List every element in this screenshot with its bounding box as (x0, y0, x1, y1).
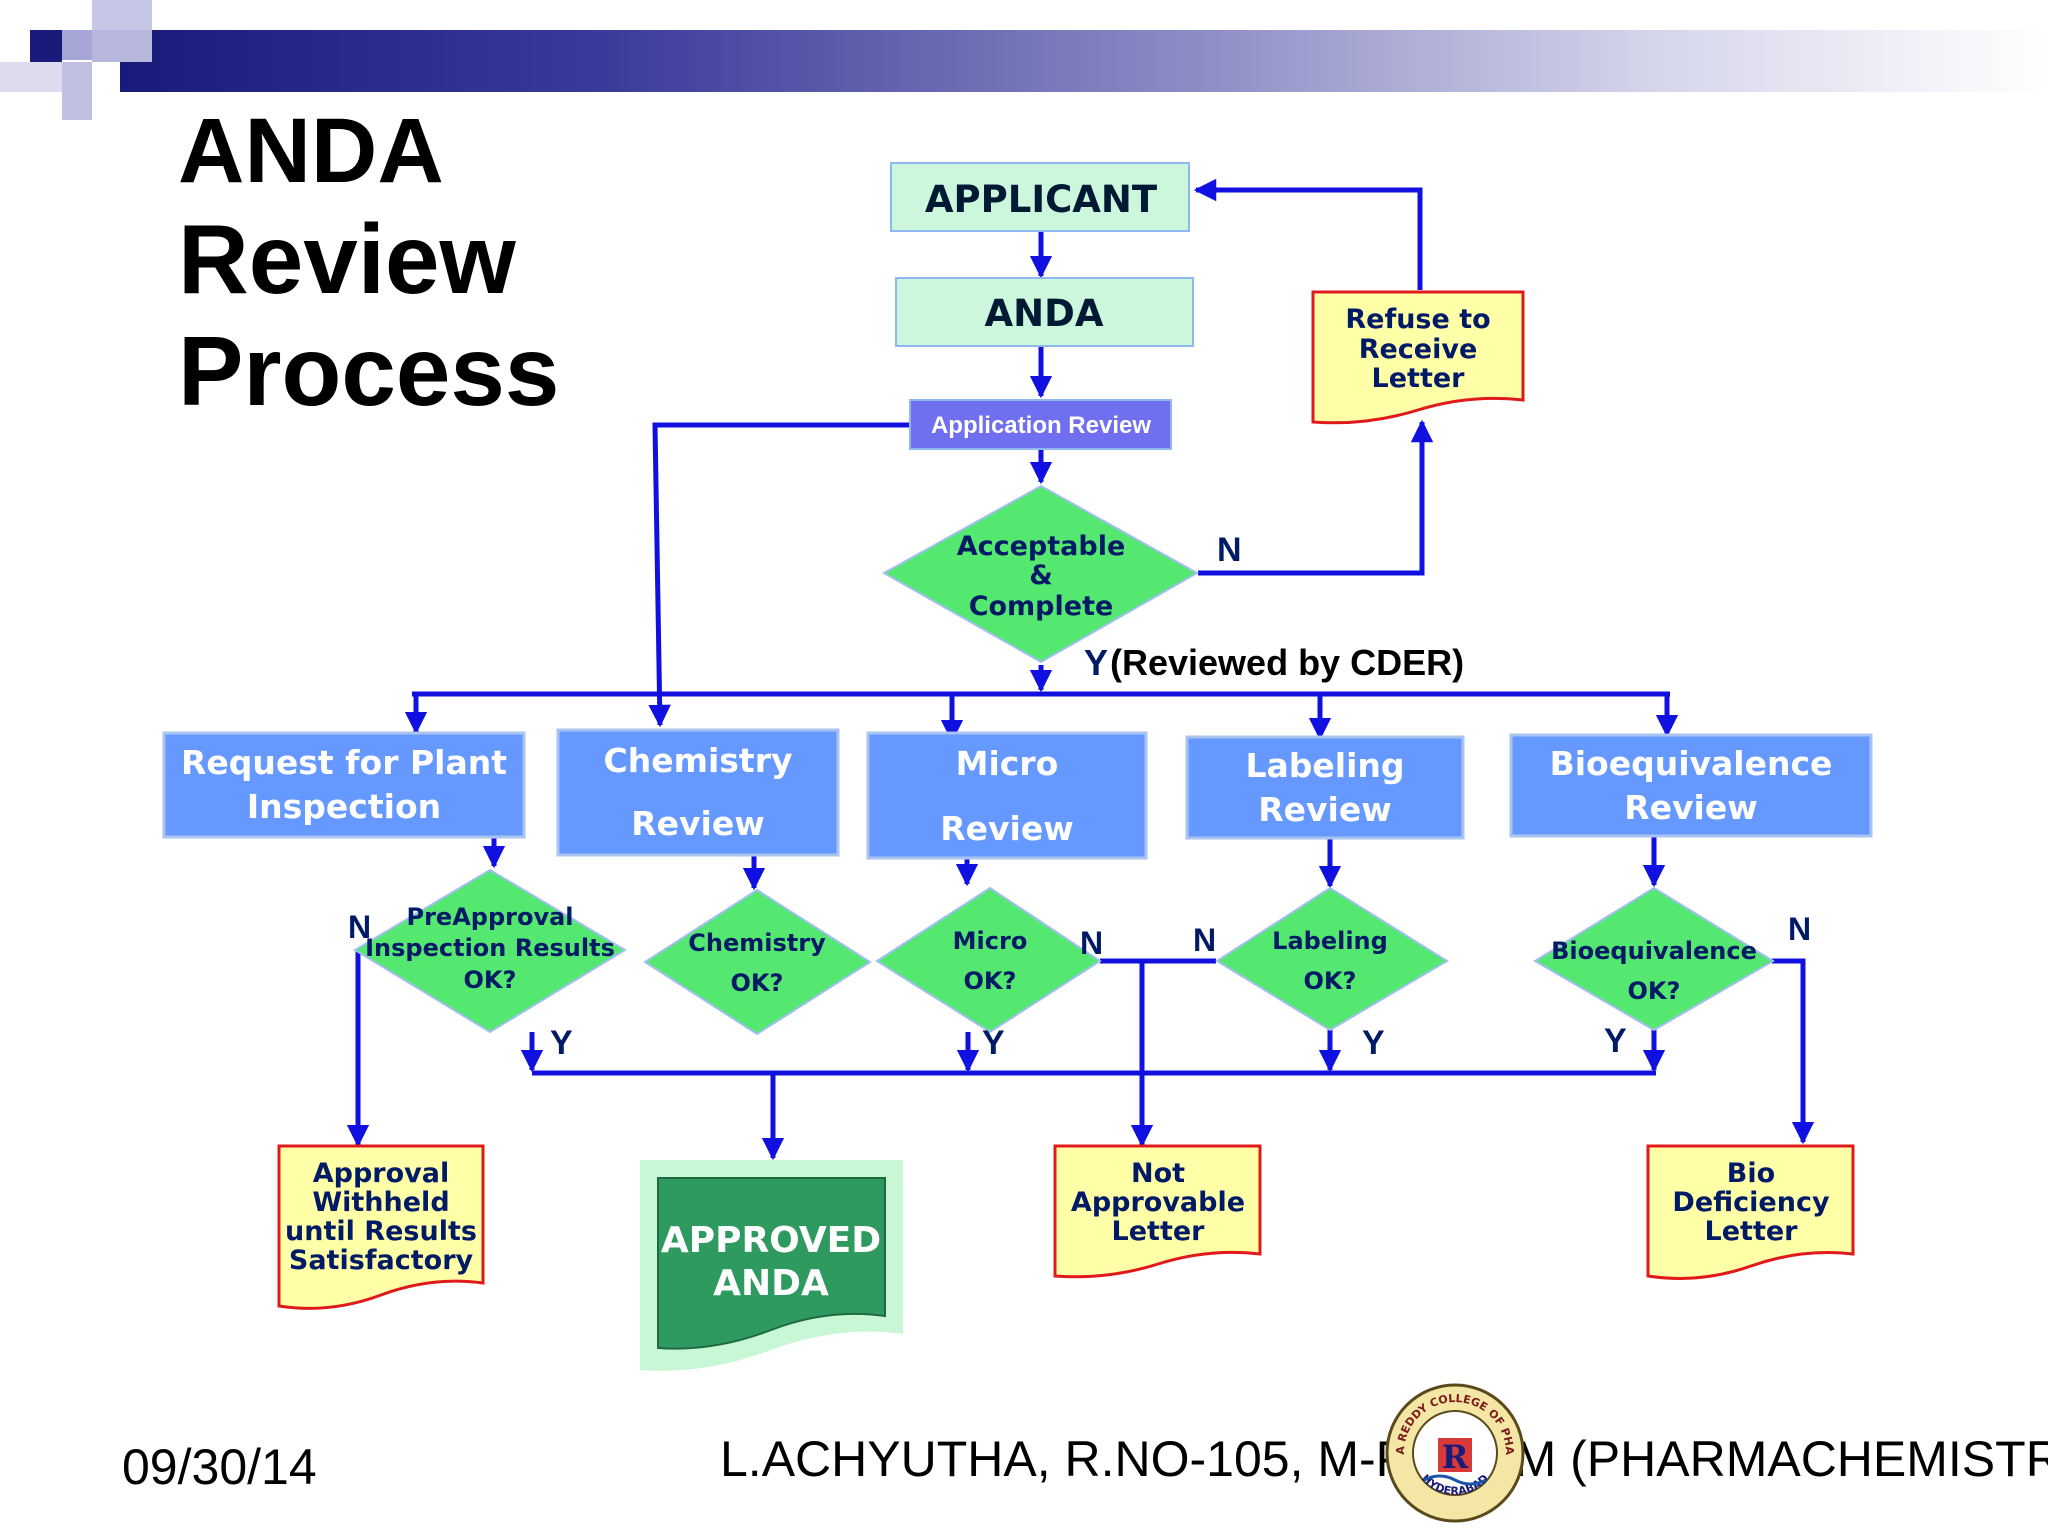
svg-text:OK?: OK? (464, 966, 517, 994)
labeling-ok-decision: Labeling OK? (1215, 886, 1449, 1032)
label-yes-preapproval: Y (550, 1024, 573, 1062)
svg-text:OK?: OK? (731, 969, 784, 997)
svg-text:Approvable: Approvable (1071, 1187, 1245, 1218)
svg-text:PreApproval: PreApproval (406, 903, 573, 931)
svg-text:Approval: Approval (313, 1158, 450, 1189)
svg-text:Review: Review (1258, 790, 1391, 829)
svg-text:Inspection Results: Inspection Results (365, 934, 615, 962)
approval-withheld-letter: Approval Withheld until Results Satisfac… (277, 1144, 485, 1310)
svg-text:Review: Review (940, 809, 1073, 848)
line-decision-no-to-refuse (1198, 419, 1434, 576)
footer-author: L.ACHYUTHA, R.NO-105, M-PHARM (PHARMACHE… (720, 1431, 2048, 1487)
label-no-micro: N (1080, 925, 1103, 961)
header-square-light (92, 30, 152, 62)
header-square-light (62, 62, 92, 120)
svg-text:Review: Review (1624, 788, 1757, 827)
label-no-preapproval: N (348, 909, 371, 945)
svg-text:APPROVED: APPROVED (661, 1220, 881, 1261)
svg-text:Labeling: Labeling (1245, 746, 1404, 785)
svg-text:Bio: Bio (1727, 1158, 1775, 1189)
line-application-review-to-chemistry (648, 422, 910, 728)
svg-text:ANDA: ANDA (713, 1263, 829, 1304)
applicant-box: APPLICANT (890, 162, 1190, 232)
svg-text:Not: Not (1131, 1158, 1185, 1189)
chemistry-review-box: Chemistry Review (556, 728, 840, 857)
label-yes-micro: Y (982, 1024, 1005, 1062)
header-square-light (62, 30, 92, 60)
svg-text:OK?: OK? (1628, 977, 1681, 1005)
slide-title: ANDA Review Process (178, 105, 559, 420)
label-no-bioequivalence: N (1788, 911, 1811, 947)
bio-deficiency-letter: Bio Deficiency Letter (1646, 1144, 1855, 1280)
svg-text:OK?: OK? (1304, 967, 1357, 995)
svg-text:Letter: Letter (1372, 363, 1466, 394)
label-yes-labeling: Y (1362, 1024, 1385, 1062)
svg-text:Request for Plant: Request for Plant (181, 743, 507, 782)
svg-text:Bioequivalence: Bioequivalence (1551, 937, 1757, 965)
application-review-box: Application Review (909, 399, 1172, 450)
approved-anda-document: APPROVED ANDA (640, 1160, 903, 1371)
header-square-light (92, 0, 152, 30)
acceptable-line-2: & (1029, 560, 1053, 591)
svg-text:Chemistry: Chemistry (688, 929, 826, 957)
svg-text:Micro: Micro (956, 744, 1059, 783)
svg-text:APPLICANT: APPLICANT (925, 178, 1158, 221)
connectors (346, 178, 1815, 1161)
svg-text:Review: Review (631, 804, 764, 843)
college-seal-logo: G.PULLA REDDY COLLEGE OF PHARMACY HYDERA… (1384, 1382, 1525, 1523)
acceptable-line-1: Acceptable (957, 531, 1126, 562)
plant-inspection-box: Request for Plant Inspection (162, 731, 526, 839)
header-square-dark (30, 30, 62, 62)
line-refuse-to-applicant (1193, 178, 1423, 290)
preapproval-ok-decision: PreApproval Inspection Results OK? (353, 868, 627, 1034)
svg-text:Refuse to: Refuse to (1345, 304, 1490, 335)
micro-ok-decision: Micro OK? (875, 886, 1102, 1034)
micro-review-box: Micro Review (866, 731, 1148, 860)
svg-text:Receive: Receive (1359, 334, 1478, 365)
svg-text:Bioequivalence: Bioequivalence (1550, 744, 1833, 783)
header-square-light (0, 62, 62, 92)
svg-text:Withheld: Withheld (312, 1187, 449, 1218)
svg-text:Chemistry: Chemistry (604, 741, 793, 780)
bioequivalence-review-box: Bioequivalence Review (1509, 733, 1873, 838)
title-line-1: ANDA (178, 100, 444, 202)
svg-text:R: R (1442, 1438, 1469, 1476)
labeling-review-box: Labeling Review (1185, 735, 1465, 840)
svg-text:Inspection: Inspection (247, 787, 441, 826)
label-no-labeling: N (1193, 922, 1216, 958)
svg-text:Micro: Micro (953, 927, 1028, 955)
line-bioequivalence-no (1772, 958, 1815, 1145)
acceptable-line-3: Complete (969, 591, 1114, 622)
acceptable-complete-decision: Acceptable & Complete (881, 484, 1200, 664)
anda-box: ANDA (895, 277, 1194, 347)
svg-text:OK?: OK? (964, 967, 1017, 995)
label-no-acceptable: N (1217, 531, 1242, 569)
svg-text:Letter: Letter (1112, 1216, 1206, 1247)
chemistry-ok-decision: Chemistry OK? (643, 888, 872, 1036)
svg-text:Deficiency: Deficiency (1672, 1187, 1830, 1218)
title-line-2: Review (178, 204, 516, 314)
svg-text:Application Review: Application Review (931, 412, 1151, 439)
reviewed-by-cder: (Reviewed by CDER) (1110, 642, 1464, 683)
svg-text:Labeling: Labeling (1272, 927, 1388, 955)
footer-date: 09/30/14 (122, 1439, 317, 1495)
title-line-3: Process (178, 316, 560, 426)
svg-text:ANDA: ANDA (985, 292, 1104, 335)
header-gradient-bar (120, 30, 2048, 92)
label-yes-bioequivalence: Y (1604, 1022, 1627, 1060)
not-approvable-letter: Not Approvable Letter (1053, 1144, 1262, 1279)
svg-text:Letter: Letter (1705, 1216, 1799, 1247)
bioequivalence-ok-decision: Bioequivalence OK? (1533, 886, 1775, 1032)
svg-text:until Results: until Results (285, 1216, 477, 1247)
refuse-to-receive-letter: Refuse to Receive Letter (1311, 290, 1525, 425)
svg-text:Satisfactory: Satisfactory (289, 1245, 474, 1276)
label-yes-acceptable: Y (1084, 642, 1108, 683)
